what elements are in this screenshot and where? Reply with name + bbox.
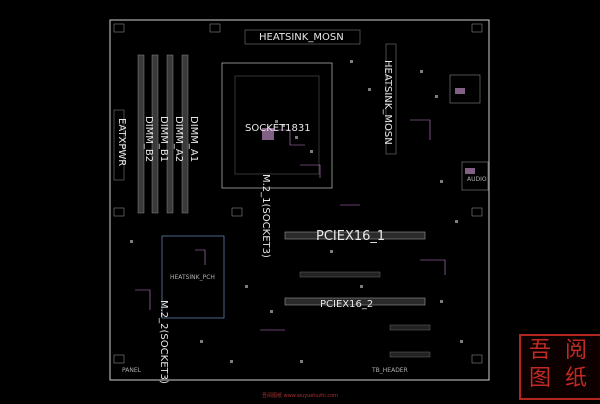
- panel-label: PANEL: [122, 367, 141, 374]
- m2-2-label: M.2_2(SOCKET3): [158, 300, 169, 384]
- pciex16-1-slot: [284, 231, 426, 240]
- dimm-slot-b2: [137, 54, 145, 214]
- dimm-a1-label: DIMM_A1: [188, 116, 199, 163]
- io-component-a: [449, 74, 481, 104]
- pciex16-1-label: PCIEX16_1: [316, 229, 386, 244]
- pciex1-slot-c: [389, 351, 431, 358]
- heatsink-mosn-side-outline: [385, 43, 397, 155]
- board-outline: [109, 19, 490, 381]
- pciex1-slot-b: [389, 324, 431, 331]
- dimm-b1-label: DIMM_B1: [158, 116, 169, 163]
- seal-char-4: 纸: [565, 366, 588, 391]
- dimm-slot-b1: [151, 54, 159, 214]
- pcb-pads: [130, 60, 463, 363]
- pcb-traces: [135, 119, 446, 331]
- component-cluster: [262, 88, 475, 174]
- tb-header-label: TB_HEADER: [372, 367, 408, 374]
- seal-char-1: 吾: [529, 338, 552, 363]
- pciex16-2-label: PCIEX16_2: [320, 299, 374, 310]
- pciex1-slot-a: [299, 271, 381, 278]
- heatsink-mosn-top-outline: [244, 29, 361, 45]
- seal-char-2: 阅: [565, 338, 588, 363]
- socket-label: SOCKET1831: [245, 123, 311, 134]
- mounting-holes: [113, 23, 483, 364]
- eatxpwr-label: EATXPWR: [116, 118, 127, 167]
- eatxpwr-connector: [113, 109, 125, 181]
- watermark-url: 吾阅图纸 www.wuyuetuzhi.com: [261, 393, 339, 399]
- socket-inner: [234, 75, 320, 175]
- socket-outline: [221, 62, 333, 189]
- heatsink-pch-outline: [161, 235, 225, 319]
- audio-component: [461, 161, 489, 191]
- heatsink-mosn-top-label: HEATSINK_MOSN: [259, 32, 344, 43]
- heatsink-mosn-side-label: HEATSINK_MOSN: [382, 60, 393, 145]
- audio-label: AUDIO: [467, 176, 487, 183]
- dimm-slot-a2: [166, 54, 174, 214]
- dimm-slot-a1: [181, 54, 189, 214]
- dimm-a2-label: DIMM_A2: [173, 116, 184, 163]
- watermark-seal: 吾 阅 图 纸: [519, 334, 600, 400]
- seal-char-3: 图: [529, 366, 552, 391]
- m2-1-label: M.2_1(SOCKET3): [260, 174, 271, 258]
- dimm-b2-label: DIMM_B2: [143, 116, 154, 163]
- heatsink-pch-label: HEATSINK_PCH: [170, 274, 215, 281]
- pciex16-2-slot: [284, 297, 426, 306]
